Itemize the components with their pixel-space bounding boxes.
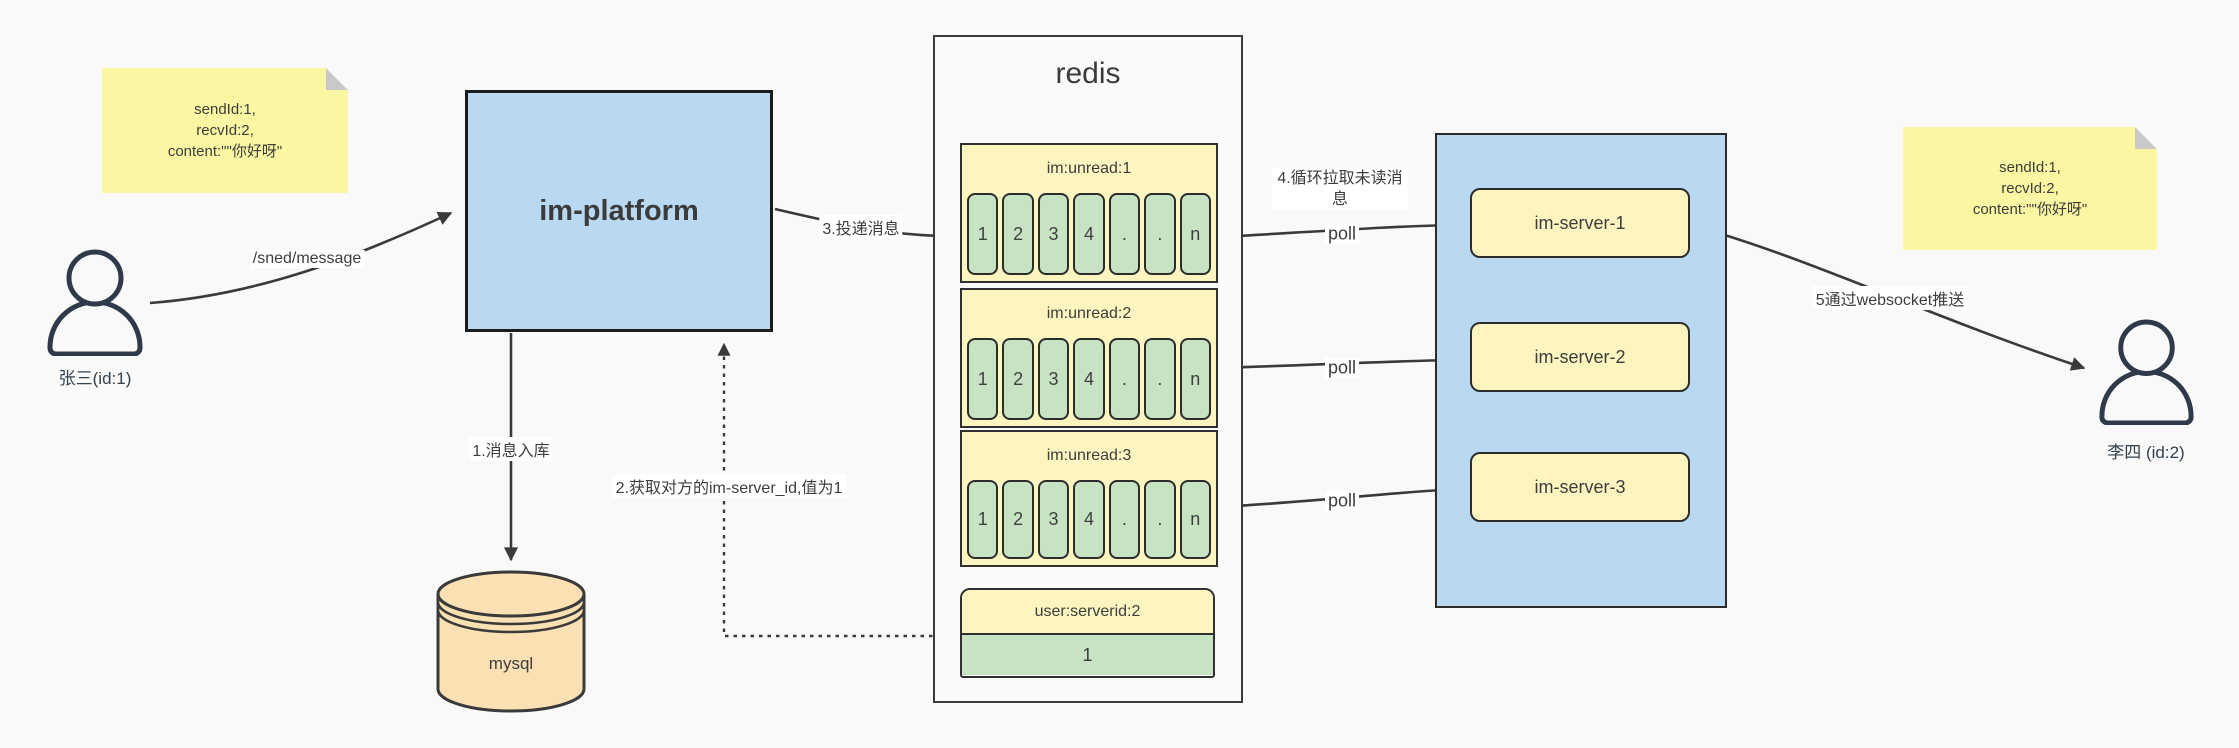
queue-cells: 1 2 3 4 . . n xyxy=(967,338,1211,420)
im-platform-box: im-platform xyxy=(465,90,773,332)
queue-cell: n xyxy=(1179,338,1211,420)
queue-cell: 2 xyxy=(1002,480,1034,559)
queue-cell: 1 xyxy=(967,338,999,420)
user-icon xyxy=(2099,319,2194,425)
sticky-note-left: sendId:1, recvId:2, content:""你好呀" xyxy=(102,68,348,193)
redis-queue-3: im:unread:3 1 2 3 4 . . n xyxy=(960,430,1218,567)
queue-name: im:unread:3 xyxy=(1046,447,1132,464)
queue-cell: . xyxy=(1144,338,1176,420)
queue-cell: . xyxy=(1108,480,1141,559)
queue-cell: 3 xyxy=(1037,193,1070,275)
queue-cell: 4 xyxy=(1073,193,1105,275)
queue-cell: 4 xyxy=(1073,480,1105,559)
kv-key: user:serverid:2 xyxy=(962,590,1213,635)
kv-value: 1 xyxy=(962,635,1213,675)
note-line: recvId:2, xyxy=(196,122,254,139)
edge-label-lookup: 2.获取对方的im-server_id,值为1 xyxy=(612,474,846,498)
edge-lookup-serverid xyxy=(717,342,958,638)
queue-name: im:unread:1 xyxy=(1046,160,1132,177)
sticky-note-right: sendId:1, recvId:2, content:""你好呀" xyxy=(1903,127,2157,250)
queue-cells: 1 2 3 4 . . n xyxy=(967,480,1211,559)
queue-cell: 2 xyxy=(1002,193,1034,275)
mysql-label: mysql xyxy=(488,654,534,673)
im-server-1-box: im-server-1 xyxy=(1470,188,1690,258)
queue-cell: 4 xyxy=(1073,338,1105,420)
edge-label-push: 5通过websocket推送 xyxy=(1812,286,1968,310)
edge-label-poll-3: poll xyxy=(1324,490,1360,512)
im-server-3-box: im-server-3 xyxy=(1470,452,1690,522)
user-icon xyxy=(47,249,143,356)
note-line: recvId:2, xyxy=(2001,180,2059,197)
queue-cell: n xyxy=(1179,193,1211,275)
database-icon xyxy=(436,570,586,713)
queue-cell: 1 xyxy=(967,193,999,275)
queue-cell: 3 xyxy=(1037,480,1070,559)
redis-queue-2: im:unread:2 1 2 3 4 . . n xyxy=(960,288,1218,428)
redis-queue-1: im:unread:1 1 2 3 4 . . n xyxy=(960,143,1218,283)
edge-label-pull: 4.循环拉取未读消息 xyxy=(1272,168,1408,210)
queue-cell: . xyxy=(1108,193,1141,275)
queue-cell: 1 xyxy=(967,480,999,559)
actor-label-sender: 张三(id:1) xyxy=(58,369,132,388)
note-line: content:""你好呀" xyxy=(167,143,283,160)
cylinder-top xyxy=(436,570,586,618)
im-platform-label: im-platform xyxy=(539,194,699,227)
redis-kv-box: user:serverid:2 1 xyxy=(960,588,1215,678)
queue-cell: . xyxy=(1108,338,1141,420)
queue-cell: . xyxy=(1144,480,1176,559)
queue-cell: . xyxy=(1144,193,1176,275)
actor-label-receiver: 李四 (id:2) xyxy=(2107,443,2185,462)
queue-cell: 2 xyxy=(1002,338,1034,420)
user-head xyxy=(66,249,124,307)
edge-label-store: 1.消息入库 xyxy=(469,437,553,461)
edge-label-poll-1: poll xyxy=(1324,223,1360,245)
edge-label-deliver: 3.投递消息 xyxy=(819,215,903,239)
queue-cells: 1 2 3 4 . . n xyxy=(967,193,1211,275)
user-head xyxy=(2118,319,2175,376)
queue-cell: 3 xyxy=(1037,338,1070,420)
mysql-cylinder: mysql xyxy=(435,570,587,713)
queue-cell: n xyxy=(1179,480,1211,559)
redis-title: redis xyxy=(1055,57,1121,90)
user-body xyxy=(2099,369,2194,425)
edge-label-poll-2: poll xyxy=(1324,357,1360,379)
im-server-2-box: im-server-2 xyxy=(1470,322,1690,392)
note-line: content:""你好呀" xyxy=(1972,201,2088,218)
note-line: sendId:1, xyxy=(1999,159,2061,176)
user-body xyxy=(47,299,143,356)
queue-name: im:unread:2 xyxy=(1046,305,1132,322)
edge-send-message xyxy=(149,211,453,305)
note-line: sendId:1, xyxy=(194,101,256,118)
edge-label-send: /sned/message xyxy=(249,250,365,268)
